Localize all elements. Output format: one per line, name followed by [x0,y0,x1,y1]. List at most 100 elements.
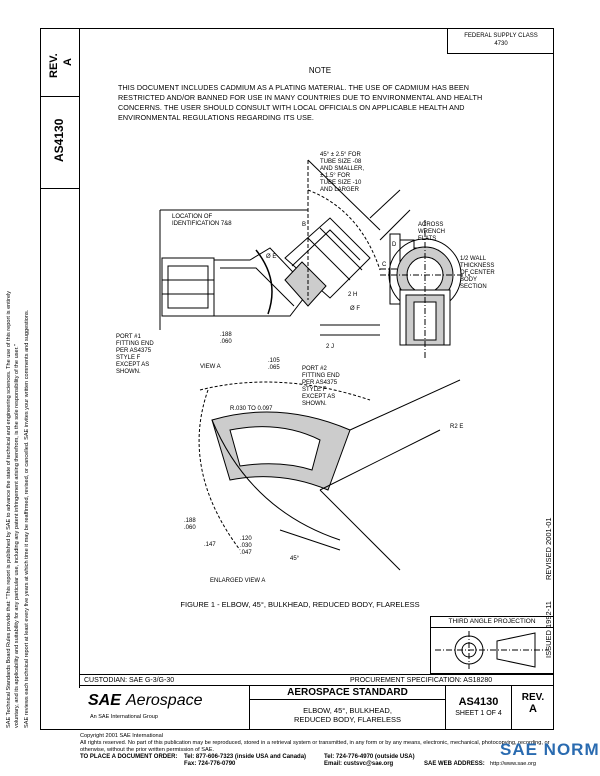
fsc-label: FEDERAL SUPPLY CLASS [464,33,538,39]
across-flats-2: WRENCH [418,229,445,235]
location-id-1: LOCATION OF [172,214,213,220]
dim-188: .188 [220,332,232,338]
port1-label-5: EXCEPT AS [116,362,149,368]
custodian: CUSTODIAN: SAE G-3/G-30 [84,677,175,684]
rev-cell: REV. A [512,686,554,730]
angle-note-6: AND LARGER [320,187,360,193]
brand-aerospace: Aerospace [126,692,203,709]
technical-drawing: 45° ± 2.5° FOR TUBE SIZE -08 AND SMALLER… [116,152,495,584]
note-line: RESTRICTED AND/OR BANNED FOR USE IN MANY… [118,93,483,102]
across-flats-1: ACROSS [418,222,443,228]
port1-label-4: STYLE F [116,355,141,361]
rights-2: otherwise, without the prior written per… [80,747,214,753]
federal-supply-class-box: FEDERAL SUPPLY CLASS 4730 [447,28,554,54]
projection-symbol [435,631,549,669]
revised-date: REVISED 2001-01 [544,517,553,580]
angle-note-5: TUBE SIZE -10 [320,180,362,186]
web-label: SAE WEB ADDRESS: [424,761,485,767]
enlarged-view-label: ENLARGED VIEW A [210,578,265,584]
dim-060: .060 [220,339,232,345]
dim-188b: .188 [184,518,196,524]
dim-065: .065 [268,365,280,371]
copyright: Copyright 2001 SAE International [80,733,164,739]
rev-value: A [62,58,74,66]
view-a-label: VIEW A [200,364,221,370]
drawing-frame [40,28,554,730]
sae-logo: SAE Aerospace An SAE International Group [80,686,250,730]
port2-label-3: PER AS4375 [302,380,338,386]
note-line: ENVIRONMENTAL REGULATIONS REGARDING ITS … [118,113,314,122]
title-line-2: REDUCED BODY, FLARELESS [294,715,401,724]
watermark-logo: SAE NORM [500,740,600,759]
note-body: THIS DOCUMENT INCLUDES CADMIUM AS A PLAT… [118,83,518,123]
procurement-spec: PROCUREMENT SPECIFICATION: AS18280 [350,677,493,684]
rev-label-tb: REV. [521,692,545,703]
note-title: NOTE [308,66,332,75]
side-legal-2: voluntary, and its applicability and sui… [14,344,20,728]
note-line: THIS DOCUMENT INCLUDES CADMIUM AS A PLAT… [118,83,470,92]
port2-label-5: EXCEPT AS [302,394,335,400]
third-angle-label: THIRD ANGLE PROJECTION [431,617,553,628]
port1-inner [167,265,209,309]
fax: Fax: 724-776-0790 [184,761,236,767]
wall-thickness-4: BODY [460,277,477,283]
title-line-1: ELBOW, 45°, BULKHEAD, [303,706,392,715]
doc-number-vertical: AS4130 [52,118,66,162]
dim-f: Ø F [350,306,360,312]
angle-note-3: AND SMALLER, [320,166,364,172]
angle-note-1: 45° ± 2.5° FOR [320,152,361,158]
r-e-label: R2 E [450,424,463,430]
dim-030: .030 [240,543,252,549]
dim-e: Ø E [266,254,276,260]
dim-c: C [382,262,387,268]
location-id-2: IDENTIFICATION 7&8 [172,221,232,227]
doc-number: AS4130 [458,696,499,708]
dim-d: D [392,242,397,248]
left-divider [40,96,80,97]
brand-sae: SAE [88,692,121,709]
across-flats-3: FLATS [418,236,436,242]
wall-thickness-2: THICKNESS [460,263,494,269]
number-cell: AS4130 SHEET 1 OF 4 [446,686,512,730]
fsc-code: 4730 [494,41,508,47]
dim-147: .147 [204,542,216,548]
left-divider-2 [40,188,80,189]
figure-caption: FIGURE 1 - ELBOW, 45°, BULKHEAD, REDUCED… [180,600,420,609]
rights: All rights reserved. No part of this pub… [80,740,550,746]
title-cell: AEROSPACE STANDARD ELBOW, 45°, BULKHEAD,… [250,686,446,730]
wall-thickness-5: SECTION [460,284,487,290]
brand-sub: An SAE International Group [90,714,158,720]
tel-usa: Tel: 877-606-7323 (inside USA and Canada… [184,754,307,760]
port2-label-4: STYLE F [302,387,327,393]
dim-105: .105 [268,358,280,364]
third-angle-projection-box: THIRD ANGLE PROJECTION [430,616,554,674]
port2-label-1: PORT #2 [302,366,327,372]
dim-060b: .060 [184,525,196,531]
dim-120: .120 [240,536,252,542]
sheet-number: SHEET 1 OF 4 [455,710,502,717]
footer: Copyright 2001 SAE International All rig… [80,733,554,768]
email: Email: custsvc@sae.org [324,761,394,767]
custodian-row: CUSTODIAN: SAE G-3/G-30 PROCUREMENT SPEC… [80,674,554,686]
wall-thickness-3: OF CENTER [460,270,495,276]
port1-label-3: PER AS4375 [116,348,152,354]
rev-label: REV. [48,53,60,78]
angle-note-4: ± 1.5° FOR [320,173,351,179]
dim-b: B [302,222,306,228]
left-column [40,28,80,688]
web-address[interactable]: http://www.sae.org [490,761,537,767]
dim-j: 2 J [326,344,334,350]
tel-outside: Tel: 724-776-4970 (outside USA) [324,754,415,760]
dim-h: 2 H [348,292,357,298]
port1-body [161,257,215,317]
rev-value-tb: A [529,703,537,715]
side-legal-1: SAE Technical Standards Board Rules prov… [6,290,12,728]
port2-label-2: FITTING END [302,373,340,379]
angle-note-2: TUBE SIZE -08 [320,159,362,165]
aerospace-standard: AEROSPACE STANDARD [250,686,445,700]
side-legal-3: SAE reviews each technical report at lea… [24,309,30,728]
note-line: CONCERNS. THE USER SHOULD CONSULT WITH L… [118,103,465,112]
angle-45: 45° [290,556,300,562]
port1-label-2: FITTING END [116,341,154,347]
enlarged-note: R.030 TO 0.097 [230,406,273,412]
